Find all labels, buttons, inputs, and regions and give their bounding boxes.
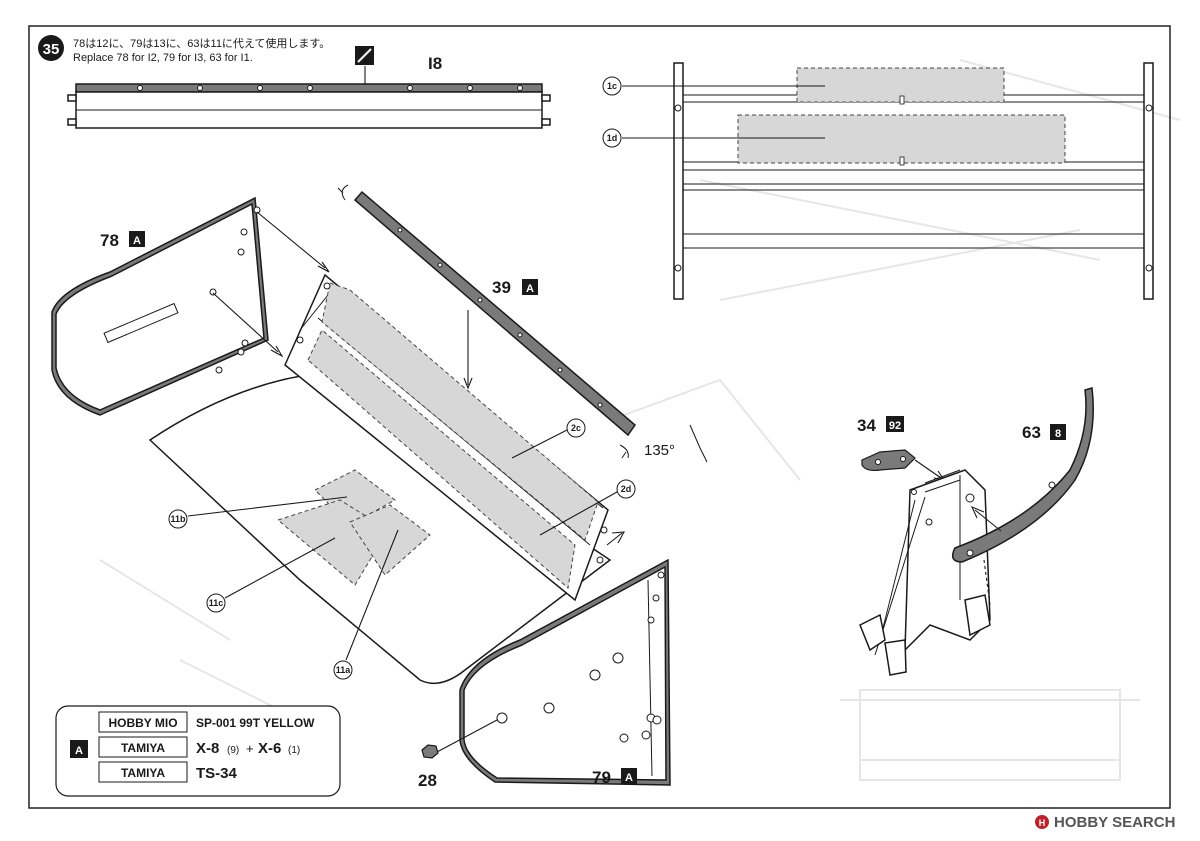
paint-row-1: HOBBY MIO SP-001 99T YELLOW (98, 711, 315, 733)
paint-table: A HOBBY MIO SP-001 99T YELLOW TAMIYA X-8… (55, 705, 341, 797)
paint-badge-78: A (129, 231, 145, 247)
paint-row-2: TAMIYA X-8 (9) + X-6 (1) (98, 736, 300, 758)
part-label-39: 39 (492, 278, 511, 297)
side-plate-79 (436, 531, 671, 786)
callout-11a: 11a (333, 529, 399, 680)
strip-39 (337, 184, 637, 459)
part-label-i8: I8 (428, 54, 442, 73)
plus-sign: + (246, 741, 254, 756)
paint-badge-34: 92 (886, 416, 904, 432)
paint-table-badge: A (70, 740, 88, 758)
color-ts34: TS-34 (196, 765, 238, 782)
angle-label: 135° (644, 442, 675, 459)
svg-text:A: A (133, 235, 141, 247)
instruction-english: Replace 78 for I2, 79 for I3, 63 for I1. (73, 52, 253, 64)
page-frame (28, 25, 1171, 809)
brand-tamiya-2: TAMIYA (121, 766, 165, 780)
callout-1c: 1c (602, 76, 825, 96)
svg-text:92: 92 (889, 420, 901, 432)
side-plate-78 (51, 196, 330, 416)
svg-text:1c: 1c (607, 81, 617, 91)
paint-row-3: TAMIYA TS-34 (98, 761, 238, 783)
svg-text:A: A (625, 772, 633, 784)
svg-text:2c: 2c (571, 423, 581, 433)
svg-text:11b: 11b (170, 514, 186, 524)
svg-text:H: H (1039, 818, 1046, 828)
callout-11c: 11c (206, 537, 336, 613)
svg-text:8: 8 (1055, 428, 1061, 440)
svg-text:11a: 11a (336, 665, 352, 675)
svg-text:2d: 2d (621, 484, 632, 494)
brand-tamiya-1: TAMIYA (121, 741, 165, 755)
hobby-search-watermark: H HOBBY SEARCH (1035, 814, 1175, 831)
angle-icon (689, 424, 708, 463)
top-bar-i8 (67, 46, 551, 129)
show-through-ghost (99, 59, 1181, 781)
brand-hobby-mio: HOBBY MIO (108, 716, 177, 730)
part-label-28: 28 (418, 771, 437, 790)
svg-text:11c: 11c (209, 598, 224, 608)
watermark-text: HOBBY SEARCH (1054, 814, 1175, 831)
arm-63 (951, 387, 1094, 563)
nut-28 (421, 744, 439, 759)
stay-34 (861, 449, 946, 481)
step-number: 35 (43, 41, 60, 58)
part-label-78: 78 (100, 231, 119, 250)
paint-badge-39: A (522, 279, 538, 295)
callout-11b: 11b (168, 496, 348, 529)
part-label-34: 34 (857, 416, 876, 435)
step-badge: 35 (38, 35, 64, 61)
ratio-x6: (1) (288, 745, 300, 756)
part-label-79: 79 (592, 768, 611, 787)
paint-black-icon (355, 46, 374, 65)
part-label-63: 63 (1022, 423, 1041, 442)
instruction-japanese: 78は12に、79は13に、63は11に代えて使用します。 (73, 37, 330, 50)
rear-view-frame (673, 62, 1154, 300)
svg-text:A: A (75, 745, 83, 757)
color-x8: X-8 (196, 740, 219, 757)
paint-badge-63: 8 (1050, 424, 1066, 440)
mount-bracket (859, 469, 991, 676)
callout-2d: 2d (539, 479, 636, 536)
color-x6: X-6 (258, 740, 281, 757)
color-sp001: SP-001 99T YELLOW (196, 716, 315, 730)
svg-text:1d: 1d (607, 133, 618, 143)
paint-badge-79: A (621, 768, 637, 784)
svg-text:A: A (526, 283, 534, 295)
ratio-x8: (9) (227, 745, 239, 756)
main-wing (284, 273, 609, 602)
decal-11a (349, 504, 431, 576)
callout-1d: 1d (602, 128, 825, 148)
callout-2c: 2c (511, 418, 586, 459)
